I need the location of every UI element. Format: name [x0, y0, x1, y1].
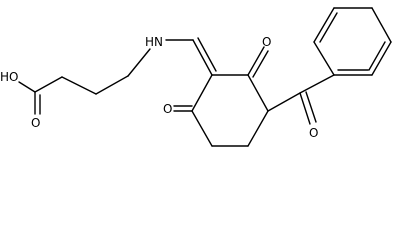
butanoic-acid-chain: [18, 48, 151, 115]
cyclohexanedione-ring: [173, 46, 269, 147]
bond-c3-c4: [95, 75, 129, 95]
bond-ring-carbonyl-carbon: [267, 92, 301, 112]
benzoyl-group: [267, 7, 392, 125]
bond-carbonyl-phenyl: [299, 74, 335, 94]
phenyl-inner-1: [319, 12, 338, 43]
phenyl-bond-2: [313, 7, 335, 43]
methylene-linker: [165, 37, 217, 76]
phenyl-bond-1: [313, 41, 335, 76]
chemical-structure: HO HN O O O O: [0, 7, 392, 147]
amine-label: HN: [145, 35, 163, 49]
carboxyl-oxygen-label: O: [31, 116, 40, 130]
phenyl-inner-2: [368, 41, 386, 71]
bond-ch-ring-double-b: [197, 37, 217, 72]
bond-ch-ring-double-a: [192, 39, 213, 76]
benzoyl-carbonyl-a: [299, 92, 311, 125]
ring-bond-6: [191, 74, 213, 112]
top-carbonyl-a: [247, 46, 265, 76]
phenyl-bond-4: [371, 7, 392, 43]
benzoyl-oxygen-label: O: [309, 126, 318, 140]
top-carbonyl-b: [252, 50, 269, 78]
ring-bond-3: [247, 110, 269, 147]
phenyl-bond-5: [371, 41, 392, 76]
bond-c4-n: [127, 48, 151, 77]
ring-oxygen-left-label: O: [163, 102, 172, 116]
benzoyl-carbonyl-b: [305, 91, 317, 123]
ring-oxygen-top-label: O: [262, 35, 271, 49]
bond-ho-c1: [18, 81, 36, 93]
bond-c2-c3: [61, 76, 97, 95]
hydroxyl-label: HO: [0, 70, 18, 84]
ring-bond-5: [191, 110, 213, 147]
bond-c1-c2: [34, 76, 63, 93]
ring-bond-2: [247, 74, 269, 112]
